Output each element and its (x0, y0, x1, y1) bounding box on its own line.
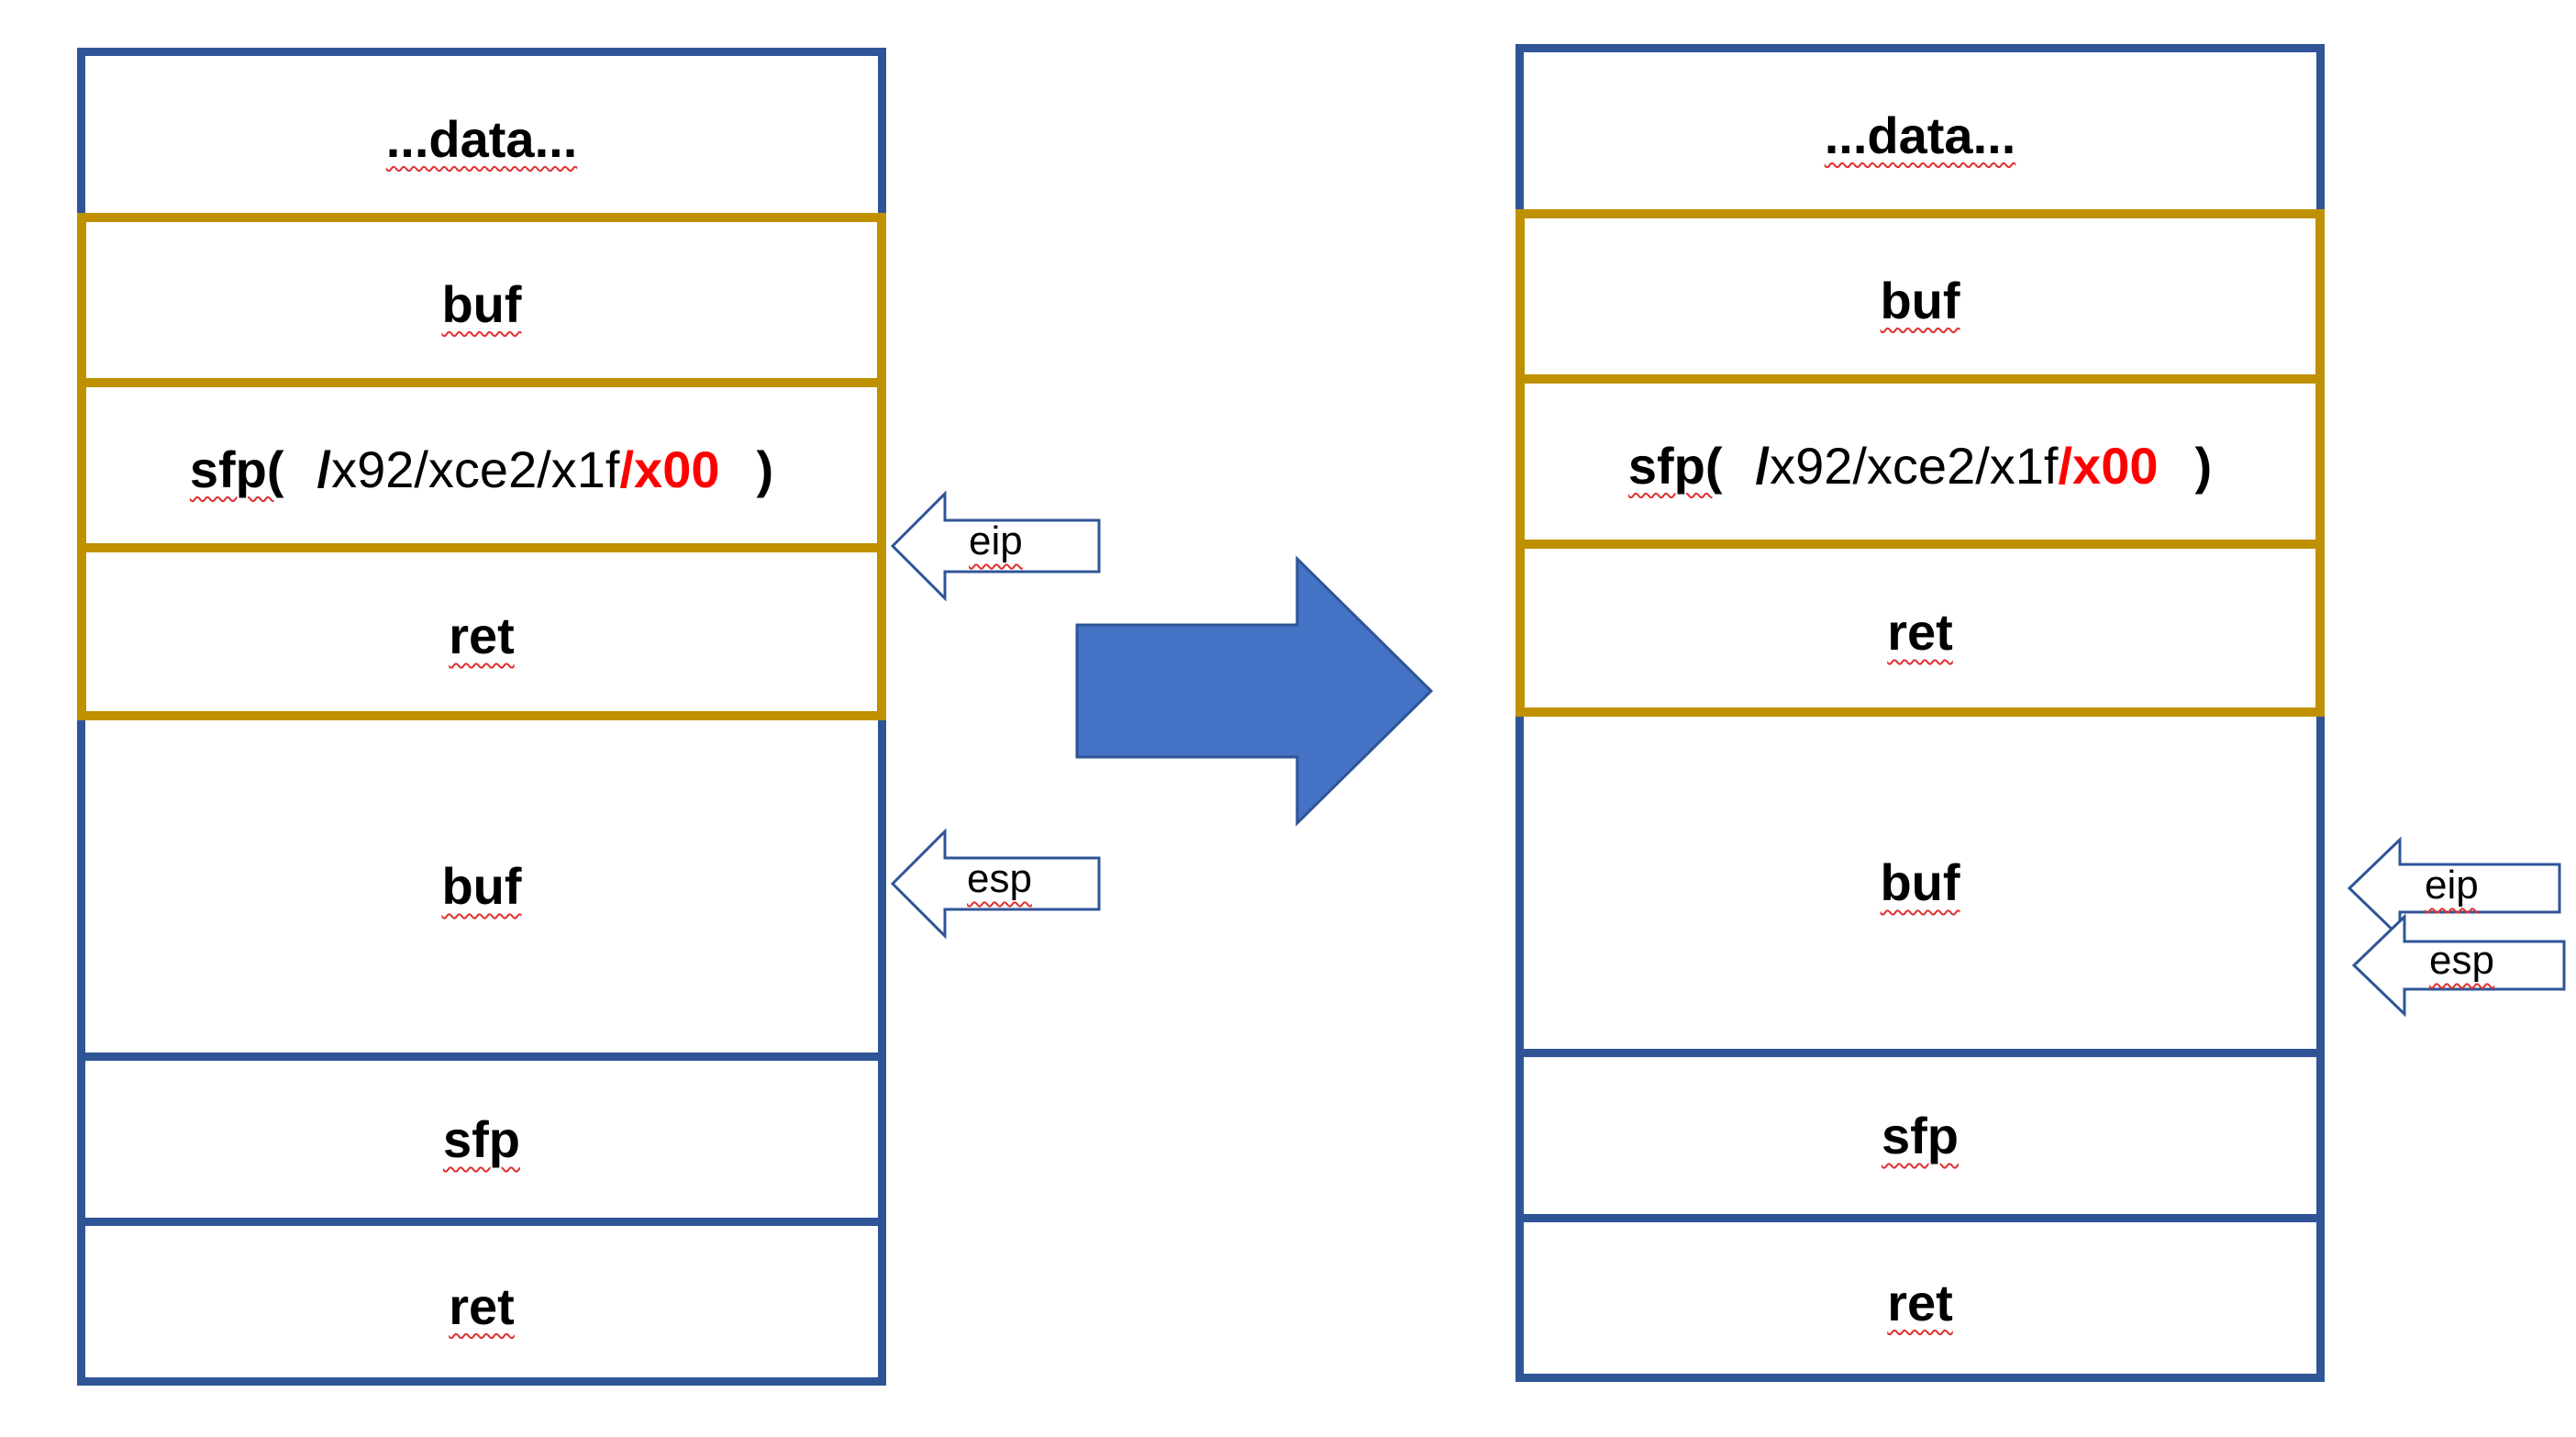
right-buf-cell: buf (1880, 271, 1960, 329)
left-buf-lower-cell: buf (441, 857, 522, 915)
sfp-hex-bytes: x92/xce2/x1f (1770, 436, 2059, 495)
left-sfp-overwritten-cell: sfp( / x92/xce2/x1f /x00 ) (85, 386, 878, 551)
right-eip-label: eip (2425, 863, 2479, 908)
transition-arrow-icon (1075, 555, 1434, 827)
sfp-close-paren: ) (2194, 436, 2213, 495)
left-ret-lower-cell: ret (85, 1218, 878, 1386)
right-frame-ret-box (1516, 540, 2325, 717)
sfp-null-byte: /x00 (2058, 436, 2159, 495)
left-eip-arrow-icon (890, 491, 1101, 601)
sfp-slash: / (1755, 436, 1771, 495)
right-ret-cell: ret (1887, 603, 1953, 661)
left-eip-label: eip (969, 518, 1023, 563)
right-ret-lower-cell: ret (1524, 1214, 2316, 1382)
right-sfp-overwritten-cell: sfp( / x92/xce2/x1f /x00 ) (1524, 383, 2316, 548)
sfp-hex-bytes: x92/xce2/x1f (331, 440, 620, 498)
sfp-label: sfp( (1627, 436, 1723, 495)
right-data-cell: ...data... (1824, 106, 2016, 164)
left-frame-sfp-box (77, 378, 886, 552)
right-frame-buf-box (1516, 209, 2325, 384)
left-sfp-lower-cell: sfp (85, 1053, 878, 1218)
left-ret-cell: ret (449, 607, 515, 664)
left-esp-arrow-icon (890, 829, 1101, 939)
sfp-slash: / (316, 440, 332, 498)
left-frame-ret-box (77, 543, 886, 720)
sfp-label: sfp( (189, 440, 284, 498)
right-sfp-lower-cell: sfp (1524, 1049, 2316, 1214)
right-frame-sfp-box (1516, 374, 2325, 549)
left-esp-label: esp (967, 856, 1032, 901)
right-esp-arrow-icon (2351, 914, 2566, 1017)
left-data-cell: ...data... (385, 109, 578, 168)
sfp-close-paren: ) (756, 440, 774, 498)
right-esp-label: esp (2429, 938, 2494, 983)
left-buf-cell: buf (441, 274, 522, 333)
right-buf-lower-cell: buf (1880, 853, 1960, 911)
left-frame-buf-box (77, 213, 886, 387)
sfp-null-byte: /x00 (619, 440, 720, 498)
